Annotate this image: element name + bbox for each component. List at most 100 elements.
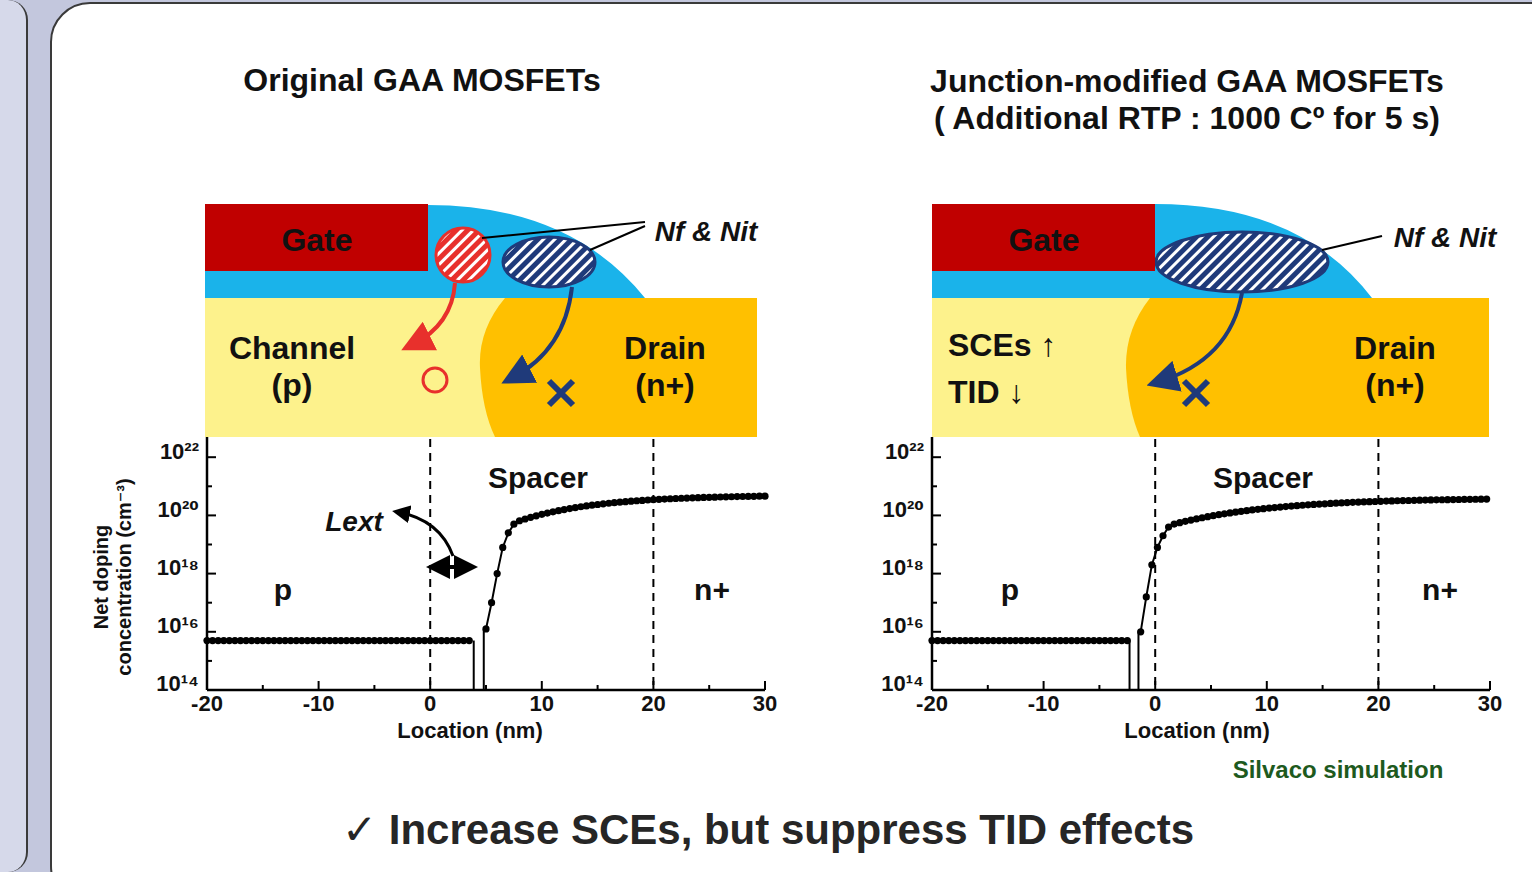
y-tick <box>207 689 216 691</box>
dimension-label: Lext <box>325 506 383 538</box>
dimension-arrow <box>434 565 470 569</box>
data-point <box>1137 628 1144 635</box>
data-point <box>1159 532 1166 539</box>
region-box: Drain (n+) <box>1126 298 1489 437</box>
y-axis <box>931 437 934 690</box>
region-name: n+ <box>694 573 730 608</box>
data-point <box>1143 593 1150 600</box>
gate-box: Gate <box>205 204 428 271</box>
tick-label: 10¹⁶ <box>157 613 199 638</box>
x-tick <box>318 681 320 690</box>
x-tick <box>1266 681 1268 690</box>
region-name: p <box>1001 573 1019 608</box>
no-effect-mark <box>549 381 573 405</box>
x-tick <box>764 681 766 690</box>
trap-region <box>503 237 595 287</box>
tick-label: 10²² <box>160 439 199 464</box>
spacer-boundary <box>652 439 654 688</box>
y-tick <box>207 660 212 662</box>
side-strip <box>0 0 28 872</box>
region-name: n+ <box>1422 573 1458 608</box>
x-tick <box>931 681 933 690</box>
data-point <box>482 625 489 632</box>
data-point <box>505 529 512 536</box>
region-label: SCEs ↑ <box>948 327 1056 364</box>
doping-curve <box>473 641 475 690</box>
no-effect-mark <box>1184 381 1208 405</box>
tick-label: 10 <box>1255 691 1279 716</box>
region-box: Channel (p) <box>205 298 475 437</box>
x-tick <box>373 685 375 690</box>
charge-arrow <box>512 287 572 378</box>
leader-line <box>590 226 645 250</box>
doping-charts <box>203 437 1490 690</box>
oxide-spacer <box>932 204 1372 298</box>
tick-label: 10²⁰ <box>158 497 199 522</box>
region-label: Drain (n+) <box>1330 330 1460 404</box>
y-tick <box>932 631 941 633</box>
x-tick <box>1322 685 1324 690</box>
y-tick <box>207 514 216 516</box>
gate-electrode <box>205 204 428 271</box>
tick-label: -10 <box>1028 691 1060 716</box>
drain-region <box>1126 298 1489 437</box>
spacer-boundary <box>429 439 431 688</box>
y-tick <box>932 544 937 546</box>
x-tick <box>206 681 208 690</box>
data-point <box>761 493 768 500</box>
x-tick <box>1489 681 1491 690</box>
silicon <box>205 298 757 437</box>
x-tick <box>1043 681 1045 690</box>
y-tick <box>207 631 216 633</box>
pointer-arrow <box>398 512 453 556</box>
tick-label: -20 <box>916 691 948 716</box>
tick-label: -10 <box>303 691 335 716</box>
tick-label: 20 <box>641 691 665 716</box>
oxide-spacer <box>205 205 645 298</box>
data-point <box>1483 496 1490 503</box>
tick-label: 0 <box>1149 691 1161 716</box>
trap-region <box>1156 232 1328 292</box>
tick-label: 10²⁰ <box>883 497 924 522</box>
doping-curve <box>1129 641 1131 690</box>
region-name: Spacer <box>1213 461 1313 496</box>
drain-region <box>480 298 757 437</box>
y-tick <box>207 485 212 487</box>
y-tick <box>207 573 216 575</box>
column-heading: Original GAA MOSFETs <box>243 62 600 99</box>
note: Silvaco simulation <box>1233 756 1444 784</box>
region-label: TID ↓ <box>948 374 1024 411</box>
region-label: Channel (p) <box>217 330 367 404</box>
gate-electrode <box>932 204 1155 271</box>
doping-curve <box>483 629 485 690</box>
trap-label: Nf & Nit <box>655 216 758 248</box>
y-axis <box>206 437 209 690</box>
x-tick <box>708 685 710 690</box>
y-tick <box>932 485 937 487</box>
trap-label: Nf & Nit <box>1394 222 1497 254</box>
data-point <box>499 544 506 551</box>
tick-label: 10²² <box>885 439 924 464</box>
x-tick <box>1210 685 1212 690</box>
tick-label: 10¹⁸ <box>882 555 924 580</box>
spacer-boundary <box>1377 439 1379 688</box>
tick-label: 20 <box>1366 691 1390 716</box>
tick-label: -20 <box>191 691 223 716</box>
tick-label: 10¹⁶ <box>882 613 924 638</box>
y-tick <box>932 689 941 691</box>
doping-curve <box>486 496 765 629</box>
region-name: p <box>274 573 292 608</box>
y-tick <box>207 456 216 458</box>
data-point <box>488 599 495 606</box>
tick-label: 10 <box>530 691 554 716</box>
x-tick <box>485 685 487 690</box>
y-tick <box>932 602 937 604</box>
leader-line <box>1322 236 1382 250</box>
x-tick <box>597 685 599 690</box>
region-label: Drain (n+) <box>600 330 730 404</box>
x-tick <box>1098 685 1100 690</box>
y-tick <box>207 602 212 604</box>
x-tick <box>987 685 989 690</box>
axis-title: Net doping concentration (cm⁻³) <box>89 470 135 685</box>
region-label: Gate <box>1008 222 1079 259</box>
